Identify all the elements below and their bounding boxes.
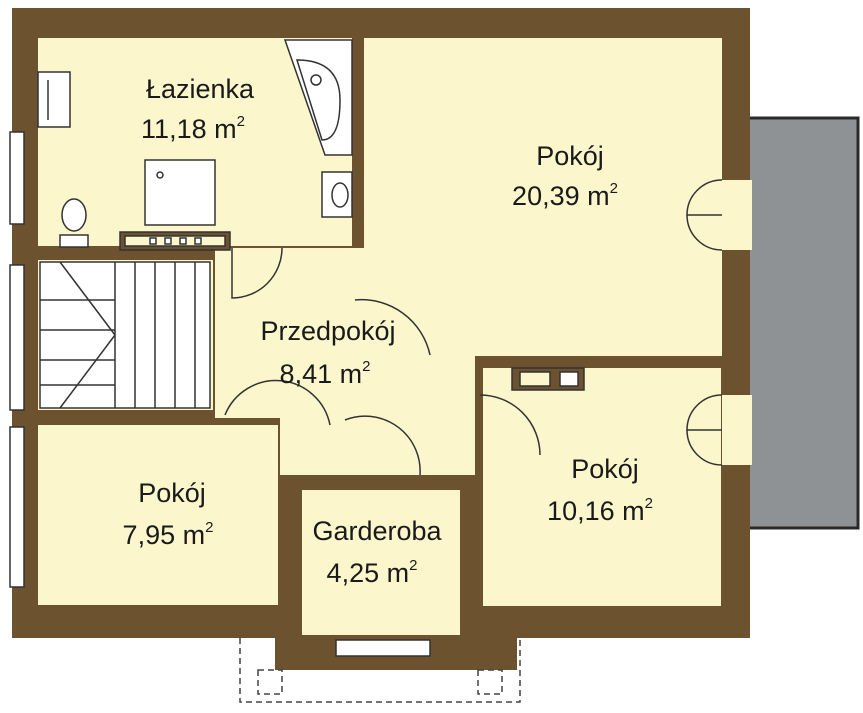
bathtub <box>283 39 353 156</box>
room-right-area: 10,16 m2 <box>547 495 653 526</box>
room-large-area: 20,39 m2 <box>512 180 618 211</box>
room-right-floor <box>483 368 721 606</box>
room-left-floor <box>38 425 278 605</box>
room-left-name: Pokój <box>138 478 206 508</box>
shelf-right-room <box>511 367 585 391</box>
vanity-counter <box>119 231 231 251</box>
door-swings <box>224 247 541 476</box>
floors <box>38 38 722 635</box>
room-hall-area: 8,41 m2 <box>280 358 371 389</box>
balcony-doors <box>686 179 752 466</box>
sink <box>321 171 353 218</box>
room-hall-name: Przedpokój <box>260 316 395 346</box>
balcony <box>736 116 860 530</box>
dashed-outline <box>239 638 521 703</box>
toilet <box>59 198 89 248</box>
room-left-area: 7,95 m2 <box>123 519 214 550</box>
shower <box>144 159 216 226</box>
room-bathroom-area: 11,18 m2 <box>141 113 245 144</box>
wardrobe-floor <box>302 490 460 635</box>
windows-left <box>9 131 25 588</box>
room-right-name: Pokój <box>571 454 639 484</box>
room-large-name: Pokój <box>536 141 604 171</box>
staircase <box>39 261 211 409</box>
room-wardrobe-name: Garderoba <box>312 516 442 546</box>
radiator-bathroom <box>37 71 71 128</box>
room-bathroom-name: Łazienka <box>146 74 255 104</box>
room-wardrobe-area: 4,25 m2 <box>327 557 418 588</box>
window-bottom <box>335 639 431 657</box>
